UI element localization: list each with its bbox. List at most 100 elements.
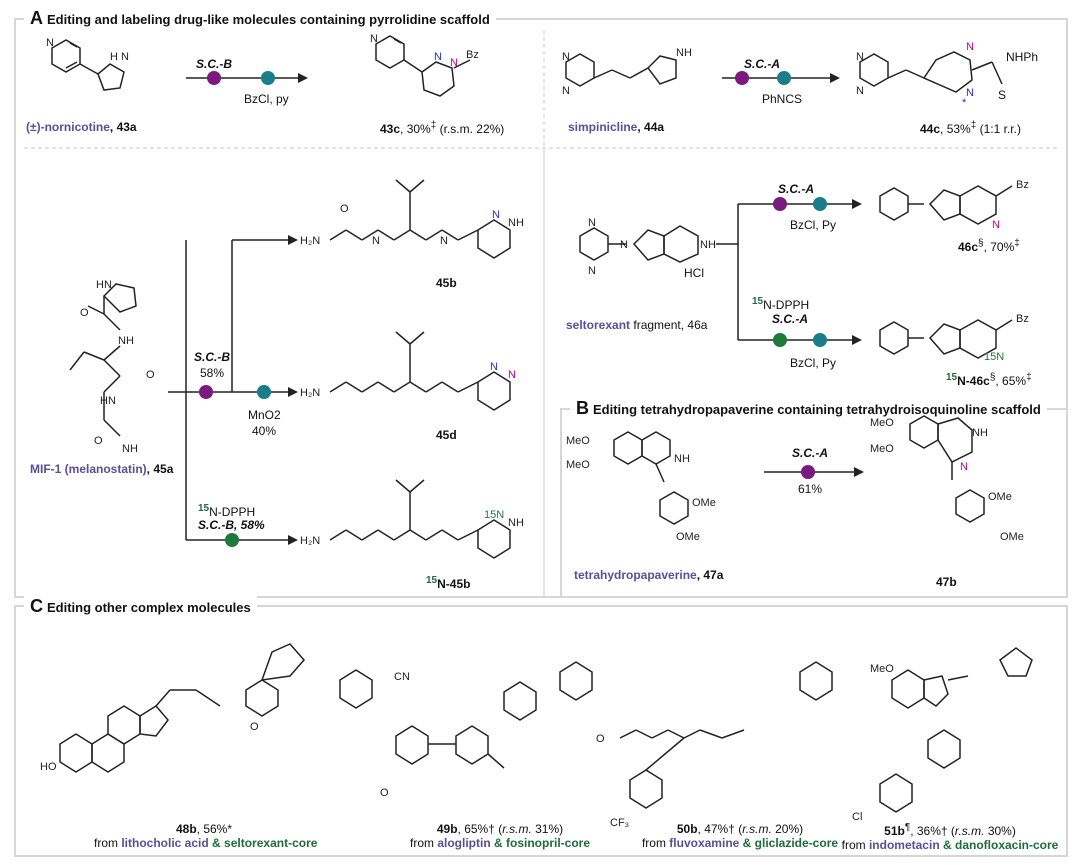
product-15n-46c-label: 15N-46c§, 65%‡ <box>946 372 1032 388</box>
product-46c-label: 46c§, 70%‡ <box>958 238 1020 254</box>
simpinicline-reagent: PhNCS <box>762 92 803 106</box>
svg-text:N: N <box>562 51 570 63</box>
structure-15n-46c <box>879 319 1013 359</box>
svg-text:NH: NH <box>700 239 716 251</box>
svg-text:OMe: OMe <box>1000 531 1024 543</box>
structure-48b <box>59 643 305 773</box>
svg-text:N: N <box>492 209 500 221</box>
svg-text:NH: NH <box>508 217 524 229</box>
nornicotine-reagent: BzCl, py <box>244 92 289 106</box>
svg-text:N: N <box>588 217 596 229</box>
svg-text:CN: CN <box>394 671 410 683</box>
c-48b-label: 48b, 56%* from lithocholic acid & seltor… <box>94 822 318 850</box>
svg-text:NH: NH <box>118 335 134 347</box>
svg-text:N: N <box>490 361 498 373</box>
product-43c-label: 43c, 30%‡ (r.s.m. 22%) <box>380 120 505 136</box>
structure-51b <box>879 647 1033 813</box>
svg-text:NH: NH <box>676 47 692 59</box>
svg-text:N: N <box>960 461 968 473</box>
svg-text:N: N <box>588 265 596 277</box>
mif-label-reagent: 15N-DPPH <box>198 503 256 519</box>
svg-text:O: O <box>380 787 389 799</box>
arrow-seltorexant <box>716 203 852 341</box>
structure-15n-45b <box>329 479 511 559</box>
structure-44c <box>859 51 1003 93</box>
svg-text:Bz: Bz <box>1016 179 1029 191</box>
mif-reagent-yield: 40% <box>252 424 277 438</box>
structure-47b <box>909 415 985 523</box>
atom-n: N <box>46 37 54 49</box>
c-51b-label: 51b¶, 36%† (r.s.m. 30%) from indometacin… <box>841 822 1059 852</box>
mif-reagent: MnO2 <box>248 408 281 422</box>
svg-text:N: N <box>966 41 974 53</box>
svg-text:N: N <box>440 235 448 247</box>
hcl-label: HCl <box>684 266 704 280</box>
structure-50b <box>619 661 833 809</box>
svg-text:N: N <box>966 87 974 99</box>
svg-text:Cl: Cl <box>852 811 862 823</box>
seltorexant-label: seltorexant fragment, 46a <box>566 318 708 332</box>
svg-text:Bz: Bz <box>466 49 479 61</box>
structure-45d <box>329 331 511 411</box>
svg-text:O: O <box>250 721 259 733</box>
svg-text:H₂N: H₂N <box>300 535 320 547</box>
seltorexant-label-condition: S.C.-A <box>772 312 808 326</box>
panel-c <box>14 605 1068 857</box>
svg-text:N: N <box>508 369 516 381</box>
svg-text:MeO: MeO <box>566 435 590 447</box>
svg-text:HN: HN <box>100 395 116 407</box>
mif-label-condition: S.C.-B, 58% <box>198 518 265 532</box>
svg-text:O: O <box>94 435 103 447</box>
svg-text:N: N <box>856 85 864 97</box>
simpinicline-label: simpinicline, 44a <box>568 120 665 134</box>
svg-text:N: N <box>562 85 570 97</box>
structure-43c <box>375 35 471 97</box>
svg-text:HO: HO <box>40 761 57 773</box>
svg-text:O: O <box>146 369 155 381</box>
svg-text:Bz: Bz <box>1016 313 1029 325</box>
nhph-label: NHPh <box>1006 50 1039 64</box>
structure-mif1 <box>69 283 137 437</box>
nornicotine-condition: S.C.-B <box>196 57 232 71</box>
simpinicline-condition: S.C.-A <box>744 57 780 71</box>
thp-condition: S.C.-A <box>792 446 828 460</box>
sc-b-dot <box>207 71 221 85</box>
thp-yield: 61% <box>798 482 823 496</box>
product-45b-label: 45b <box>436 276 457 290</box>
mif-label: MIF-1 (melanostatin), 45a <box>30 462 174 476</box>
nornicotine-label: (±)-nornicotine, 43a <box>26 120 137 134</box>
mif-condition: S.C.-B <box>194 350 230 364</box>
svg-text:MeO: MeO <box>870 663 894 675</box>
arrow-43 <box>186 73 308 83</box>
svg-text:N: N <box>372 235 380 247</box>
s-label: S <box>998 88 1007 102</box>
seltorexant-label-reagent: 15N-DPPH <box>752 296 810 312</box>
reagent-dot <box>261 71 275 85</box>
svg-text:MeO: MeO <box>870 443 894 455</box>
svg-text:OMe: OMe <box>676 531 700 543</box>
seltorexant-reagent: BzCl, Py <box>790 218 837 232</box>
svg-text:OMe: OMe <box>988 491 1012 503</box>
c-49b-label: 49b, 65%† (r.s.m. 31%) from alogliptin &… <box>409 822 591 850</box>
structure-seltorexant <box>579 225 699 263</box>
svg-text:N: N <box>370 33 378 45</box>
svg-text:HN: HN <box>96 279 112 291</box>
svg-text:O: O <box>340 203 349 215</box>
svg-text:15N: 15N <box>984 351 1004 363</box>
svg-text:N: N <box>434 51 442 63</box>
structure-thp <box>613 431 689 525</box>
svg-text:O: O <box>596 733 605 745</box>
atom-nh: H N <box>110 51 129 63</box>
svg-text:N: N <box>992 219 1000 231</box>
structure-49b <box>339 661 593 769</box>
svg-text:N: N <box>450 57 458 69</box>
svg-text:NH: NH <box>674 453 690 465</box>
svg-text:MeO: MeO <box>566 459 590 471</box>
structure-simpinicline <box>565 53 677 87</box>
svg-text:OMe: OMe <box>692 497 716 509</box>
product-45d-label: 45d <box>436 428 457 442</box>
